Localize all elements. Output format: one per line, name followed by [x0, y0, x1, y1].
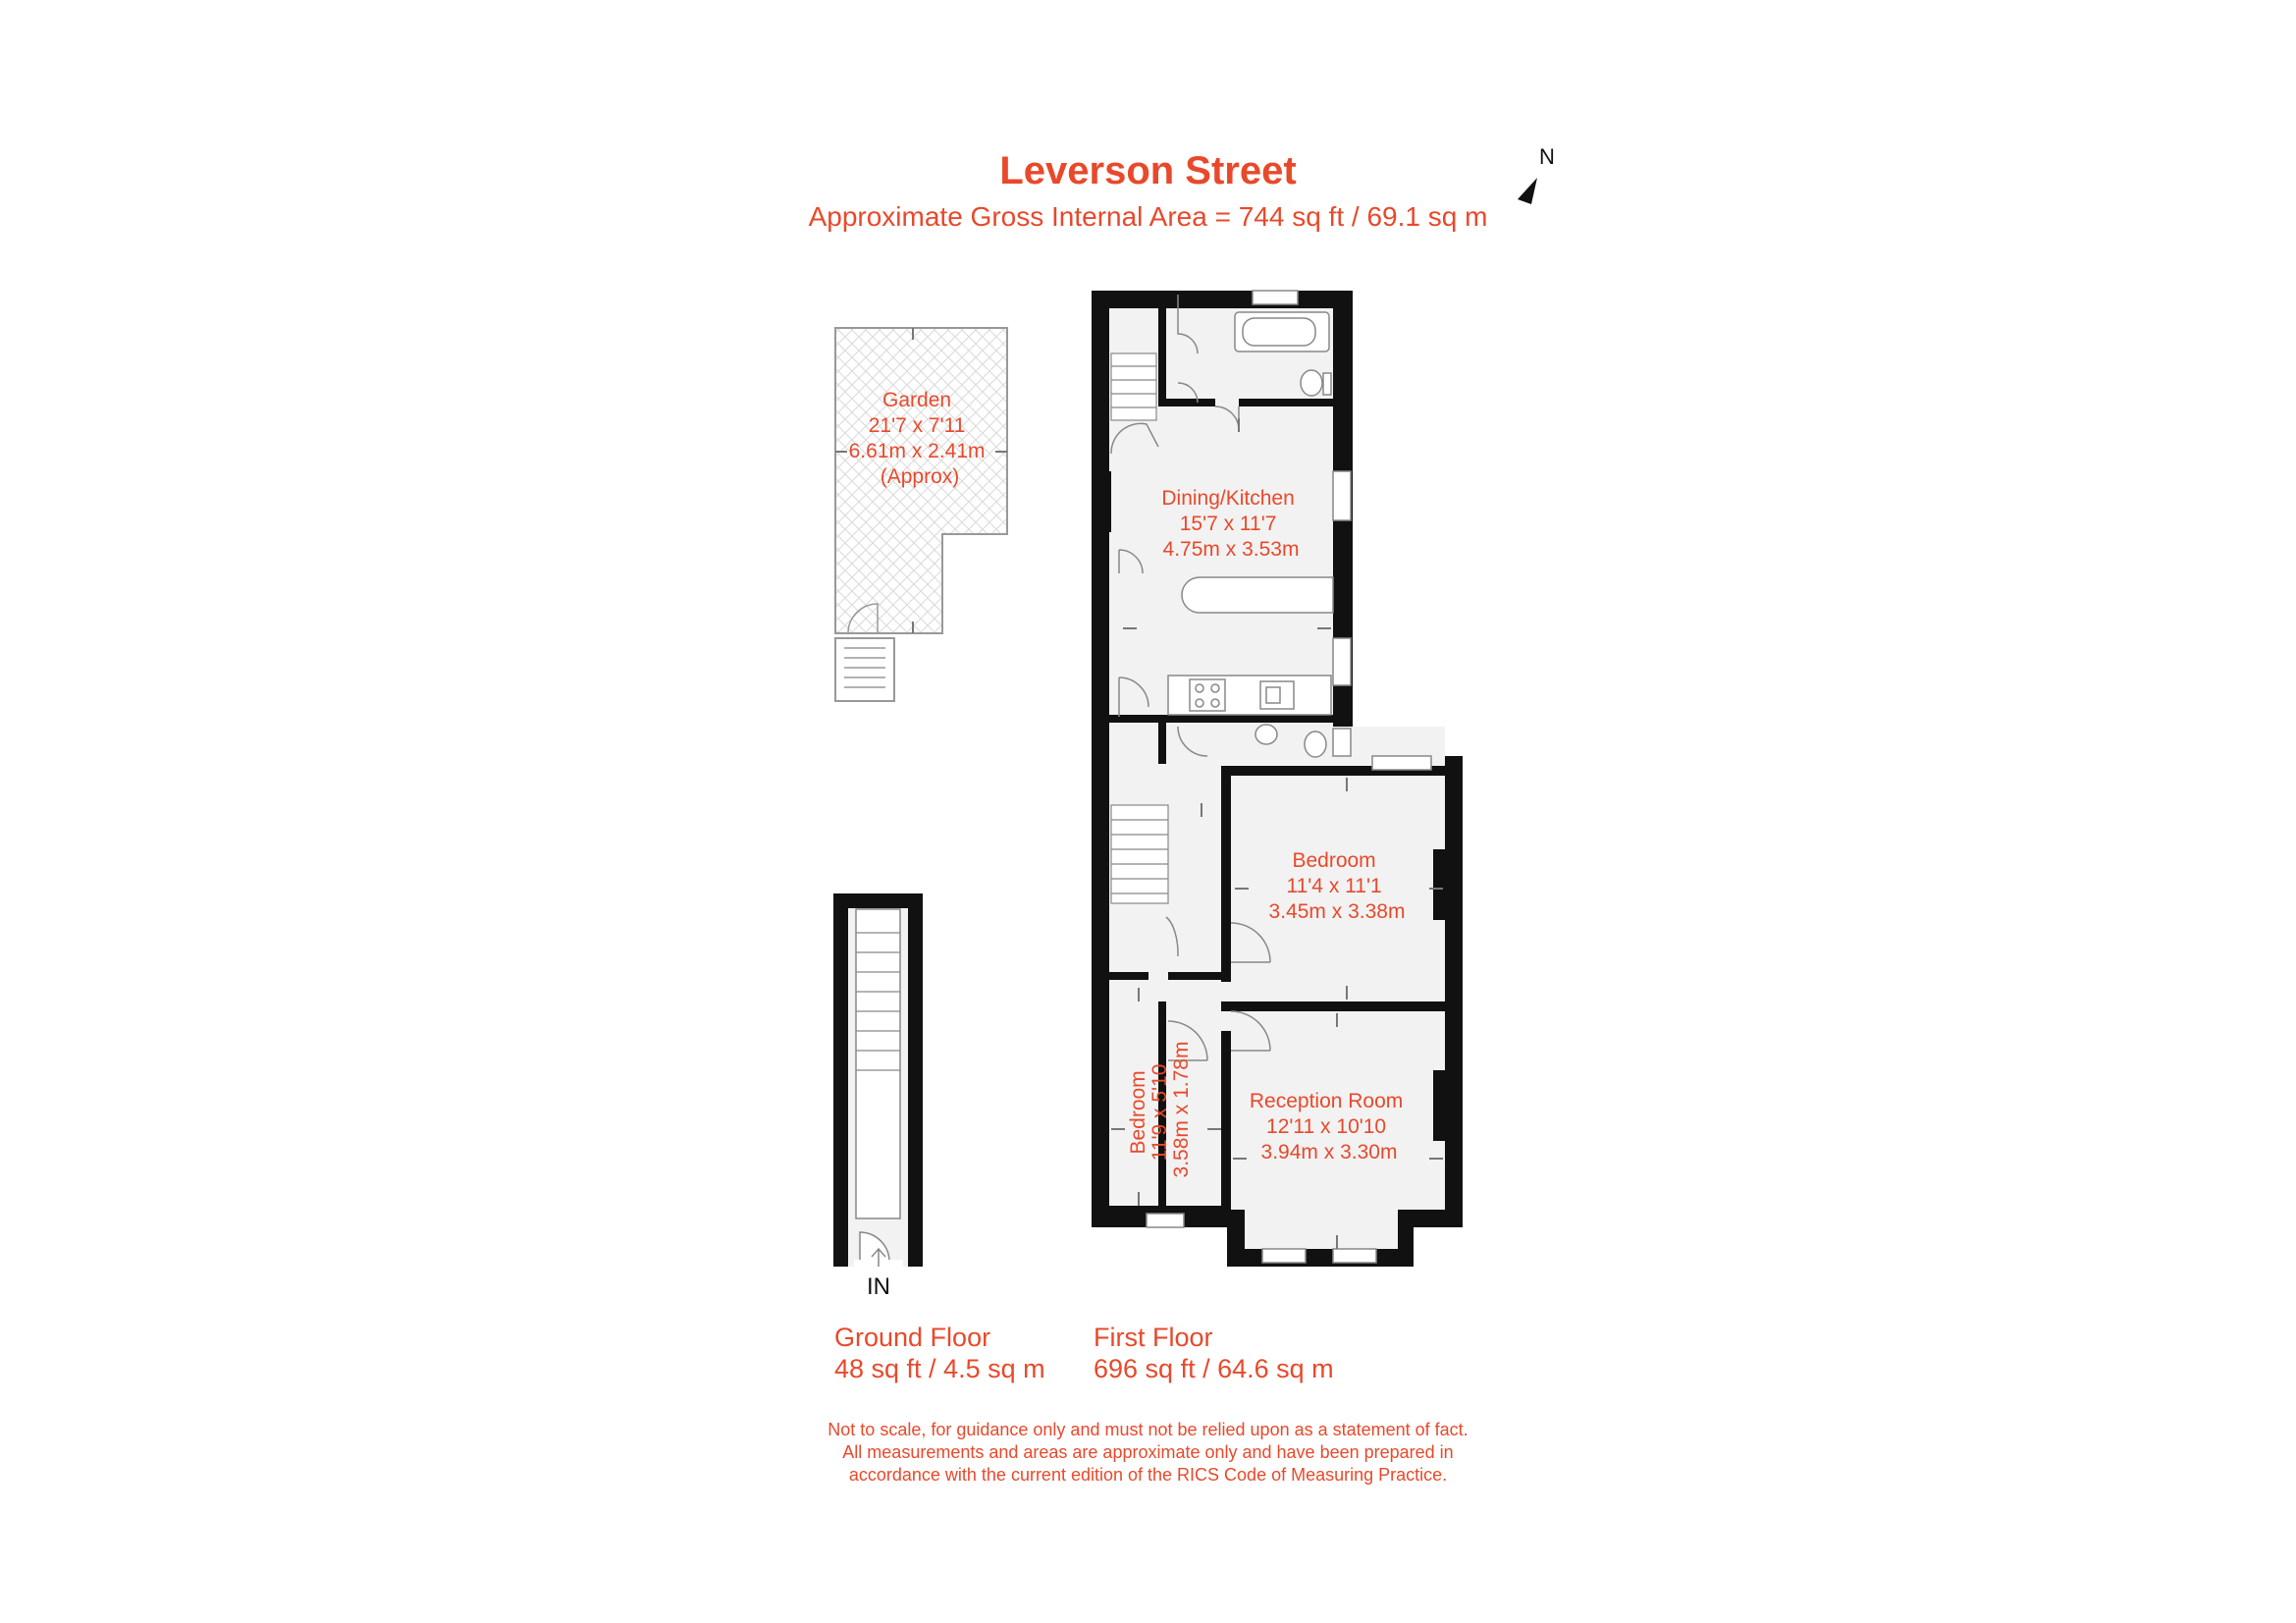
entrance-label: IN — [867, 1273, 890, 1300]
ground-floor-area: 48 sq ft / 4.5 sq m — [834, 1354, 1045, 1383]
garden — [834, 327, 1008, 702]
hob-icon — [1189, 678, 1226, 712]
room-bedroom-1: Bedroom 11'4 x 11'1 3.45m x 3.38m — [1269, 849, 1406, 923]
basin-icon — [1255, 724, 1278, 745]
disclaimer-line: Not to scale, for guidance only and must… — [828, 1420, 1468, 1439]
ground-floor-name: Ground Floor — [834, 1323, 991, 1352]
north-label: N — [1539, 144, 1555, 169]
entrance-door-icon — [859, 1231, 890, 1267]
disclaimer-line: accordance with the current edition of t… — [848, 1465, 1448, 1485]
room-dining-kitchen: Dining/Kitchen 15'7 x 11'7 4.75m x 3.53m — [1161, 487, 1300, 561]
ground-floor-plan — [833, 893, 923, 1270]
disclaimer: Not to scale, for guidance only and must… — [0, 1419, 2296, 1487]
north-arrow-icon: N — [1518, 144, 1555, 204]
first-floor-name: First Floor — [1094, 1323, 1213, 1352]
entrance-arrow-icon — [871, 1247, 886, 1267]
kitchen-island — [1181, 576, 1334, 614]
disclaimer-line: All measurements and areas are approxima… — [842, 1442, 1454, 1462]
plan-title: Leverson Street — [999, 149, 1297, 192]
wc-icon — [1304, 730, 1327, 758]
toilet-icon — [1300, 369, 1323, 397]
gross-internal-area: Approximate Gross Internal Area = 744 sq… — [808, 201, 1488, 232]
room-bedroom-2: Bedroom 11'9 x 5'10 3.58m x 1.78m — [1127, 1042, 1193, 1178]
room-garden: Garden 21'7 x 7'11 6.61m x 2.41m (Approx… — [849, 389, 991, 488]
staircase-icon — [856, 932, 900, 1071]
first-floor-plan — [1092, 290, 1463, 1267]
room-reception: Reception Room 12'11 x 10'10 3.94m x 3.3… — [1250, 1090, 1409, 1163]
ground-floor-summary: Ground Floor 48 sq ft / 4.5 sq m — [834, 1322, 1045, 1384]
first-floor-summary: First Floor 696 sq ft / 64.6 sq m — [1094, 1322, 1334, 1384]
first-floor-area: 696 sq ft / 64.6 sq m — [1094, 1354, 1334, 1383]
